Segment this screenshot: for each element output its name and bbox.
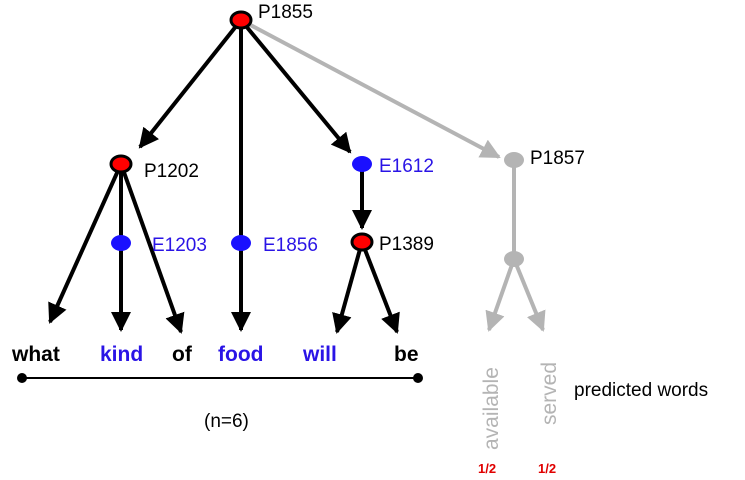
predicted-word-served: served xyxy=(538,362,561,425)
node-e1612 xyxy=(352,156,372,172)
edge-p1202-of xyxy=(119,163,185,334)
word-of: of xyxy=(172,343,193,366)
edge-p1855-p1202 xyxy=(138,18,243,149)
label-e1856: E1856 xyxy=(263,235,318,256)
node-p1389 xyxy=(350,232,374,252)
word-what: what xyxy=(11,343,60,366)
node-e1203 xyxy=(111,235,131,251)
sentence-span xyxy=(17,373,423,383)
node-p1855 xyxy=(229,10,253,30)
edge-p1855-p1857 xyxy=(240,18,501,159)
span-start-dot xyxy=(17,373,27,383)
node-p1202 xyxy=(109,154,133,174)
node-e1856 xyxy=(231,235,251,251)
label-e1203: E1203 xyxy=(152,235,207,256)
label-p1202: P1202 xyxy=(144,161,199,182)
predicted-edges xyxy=(240,18,546,332)
span-end-dot xyxy=(413,373,423,383)
label-p1857: P1857 xyxy=(530,148,585,169)
word-food: food xyxy=(218,343,263,366)
label-p1389: P1389 xyxy=(379,234,434,255)
word-count-label: (n=6) xyxy=(204,411,249,432)
tree-nodes xyxy=(109,10,524,267)
ratio-served: 1/2 xyxy=(538,461,556,476)
label-e1612: E1612 xyxy=(379,156,434,177)
predicted-word-available: available xyxy=(480,367,503,450)
edge-junction-served xyxy=(512,258,546,332)
tree-edges xyxy=(48,18,400,334)
edge-junction-available xyxy=(485,258,516,332)
predicted-words-label: predicted words xyxy=(574,380,708,401)
edge-p1202-what xyxy=(48,163,123,324)
edge-p1855-e1612 xyxy=(239,18,352,154)
ratio-available: 1/2 xyxy=(478,461,496,476)
node-junction xyxy=(504,251,524,267)
word-will: will xyxy=(302,343,337,366)
edge-p1389-be xyxy=(360,241,400,334)
edge-p1389-will xyxy=(332,241,364,334)
word-kind: kind xyxy=(100,343,143,366)
label-p1855: P1855 xyxy=(258,2,313,23)
word-be: be xyxy=(394,343,419,366)
node-p1857 xyxy=(504,152,524,168)
